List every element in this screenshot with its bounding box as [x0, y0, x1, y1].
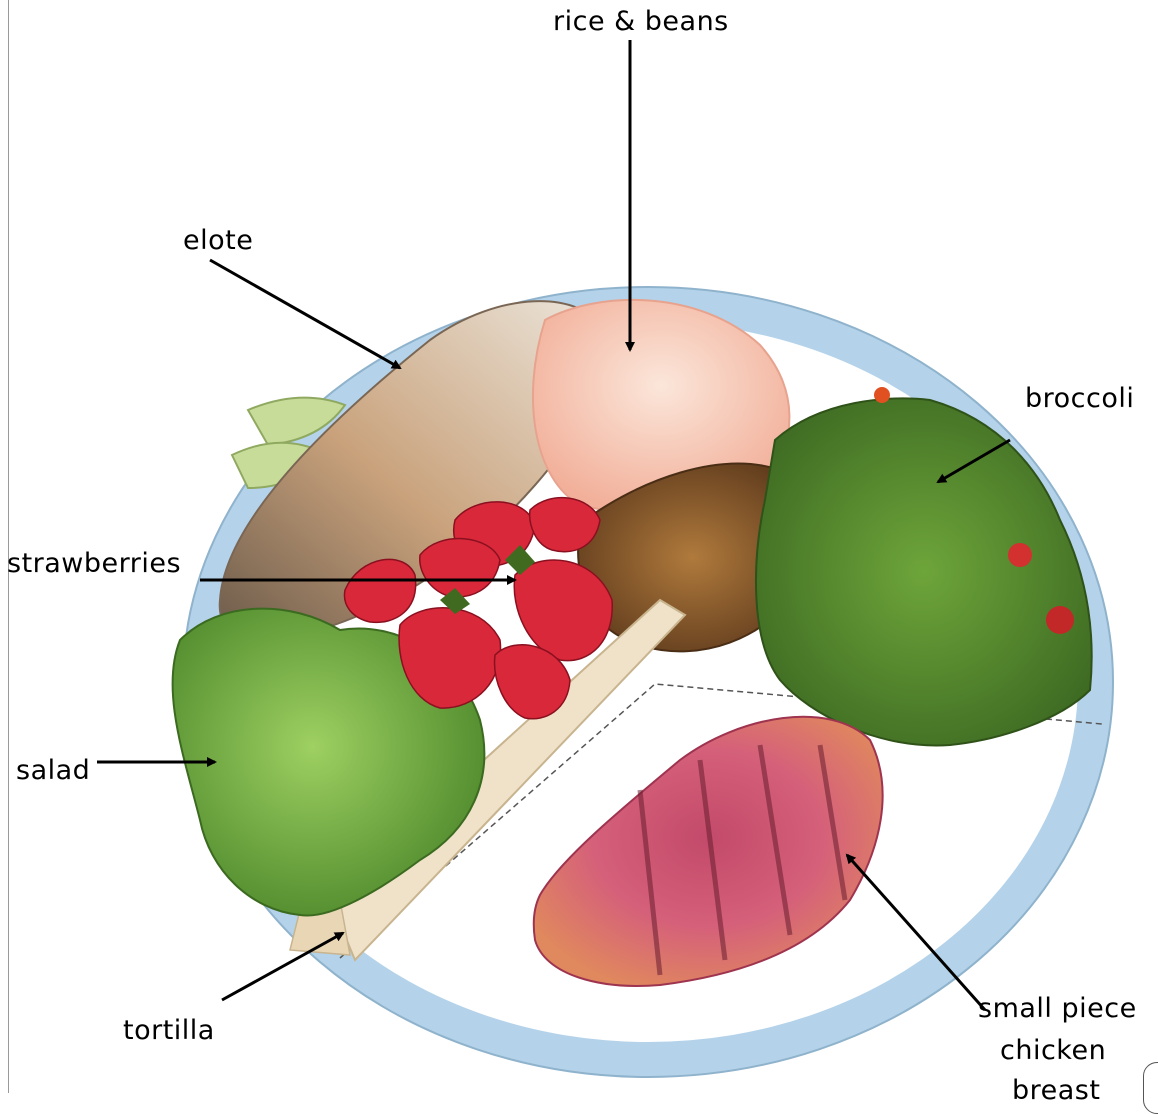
label-chicken-line2: chicken	[1000, 1035, 1106, 1066]
page-corner-box	[1143, 1062, 1158, 1114]
label-rice-beans: rice & beans	[553, 6, 729, 37]
label-strawberries: strawberries	[7, 548, 181, 579]
label-chicken-line3: breast	[1012, 1075, 1100, 1106]
broccoli-icon	[756, 398, 1092, 745]
label-tortilla: tortilla	[123, 1015, 215, 1046]
label-chicken-line1: small piece	[978, 993, 1137, 1024]
label-broccoli: broccoli	[1025, 383, 1134, 414]
arrow-elote	[210, 260, 400, 368]
label-elote: elote	[183, 225, 253, 256]
label-salad: salad	[16, 755, 90, 786]
